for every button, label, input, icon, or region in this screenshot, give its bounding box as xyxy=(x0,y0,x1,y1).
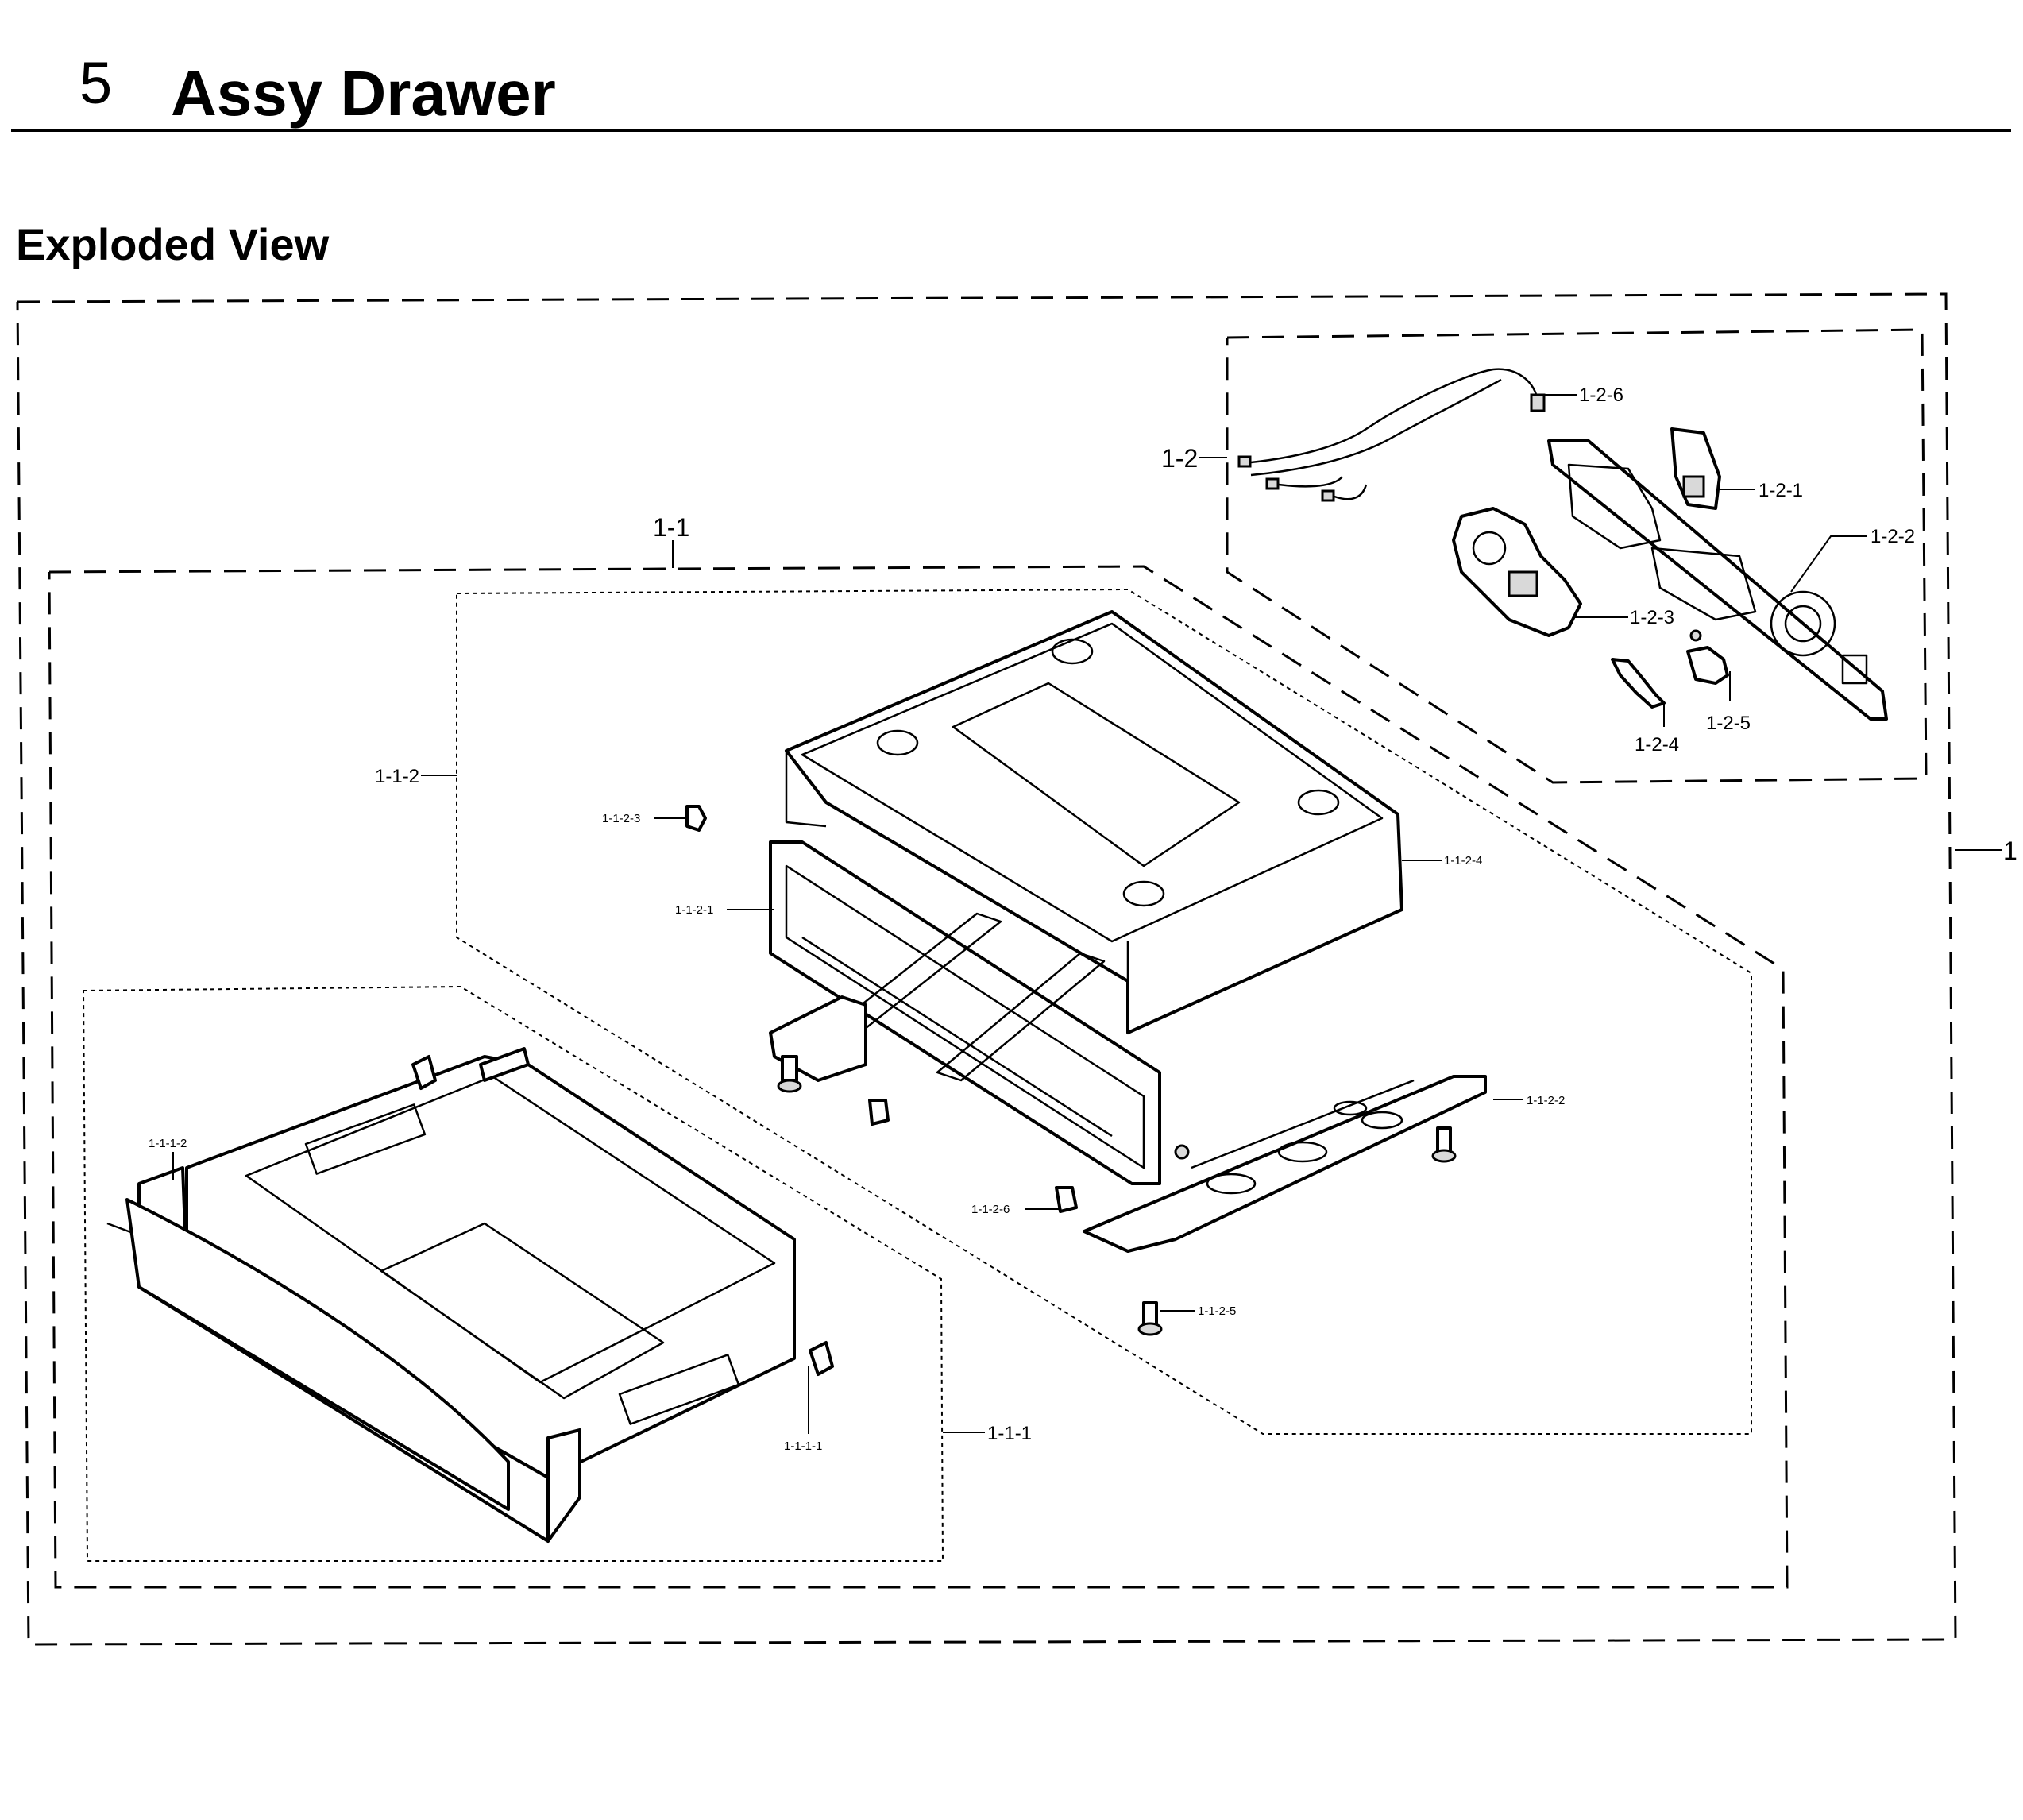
leader-1-2-2 xyxy=(1790,535,1867,593)
section-number: 5 xyxy=(79,50,113,116)
part-1-2-1 xyxy=(1670,427,1721,510)
callout-1-1-2-5: 1-1-2-5 xyxy=(1198,1304,1236,1318)
view-subtitle: Exploded View xyxy=(16,219,330,269)
callout-1-2-3: 1-2-3 xyxy=(1630,607,1674,628)
page-header: 5 Assy Drawer xyxy=(0,0,2023,135)
title-rule xyxy=(11,129,2011,132)
callout-1-1-2-3: 1-1-2-3 xyxy=(602,812,640,825)
callout-1-2-4: 1-2-4 xyxy=(1635,734,1679,755)
callout-1-2-2: 1-2-2 xyxy=(1871,526,1915,547)
part-1-1-2-4-housing xyxy=(785,610,1403,1034)
panel-bracket-part xyxy=(1547,439,1888,721)
section-title: Assy Drawer xyxy=(171,58,556,129)
callout-1-1-2-2: 1-1-2-2 xyxy=(1527,1094,1565,1107)
part-1-1-1-1-brackets xyxy=(411,1055,834,1376)
callout-1-2-6: 1-2-6 xyxy=(1579,384,1623,406)
part-1-1-2-1-frame xyxy=(769,840,1161,1185)
part-1-2-5 xyxy=(1686,629,1729,685)
part-1-1-1-drawer xyxy=(106,1047,796,1543)
callout-1-2: 1-2 xyxy=(1161,444,1198,473)
callout-1: 1 xyxy=(2003,837,2017,865)
small-fasteners xyxy=(685,805,1190,1213)
group-1-1-2-boundary xyxy=(456,588,1752,1435)
wire-harness-part xyxy=(1237,368,1546,502)
callout-1-2-1: 1-2-1 xyxy=(1759,480,1803,501)
callout-1-1-2-6: 1-1-2-6 xyxy=(971,1203,1010,1216)
group-1-boundary xyxy=(16,292,1957,1646)
part-1-2-3 xyxy=(1452,507,1582,637)
part-1-2-4 xyxy=(1611,658,1666,709)
callout-1-1-1-2: 1-1-1-2 xyxy=(149,1137,187,1150)
callout-1-1-2: 1-1-2 xyxy=(375,766,419,787)
callout-1-1-2-4: 1-1-2-4 xyxy=(1444,854,1482,867)
group-1-1-1-boundary xyxy=(83,985,944,1562)
callout-1-1: 1-1 xyxy=(653,513,689,542)
callout-1-1-1: 1-1-1 xyxy=(987,1423,1032,1444)
group-1-1-boundary xyxy=(48,565,1789,1589)
callout-1-1-2-1: 1-1-2-1 xyxy=(675,903,713,917)
callout-1-2-5: 1-2-5 xyxy=(1706,713,1751,734)
leveling-feet xyxy=(777,1055,1457,1336)
callout-1-1-1-1: 1-1-1-1 xyxy=(784,1439,822,1453)
group-1-2-boundary xyxy=(1226,328,1928,784)
